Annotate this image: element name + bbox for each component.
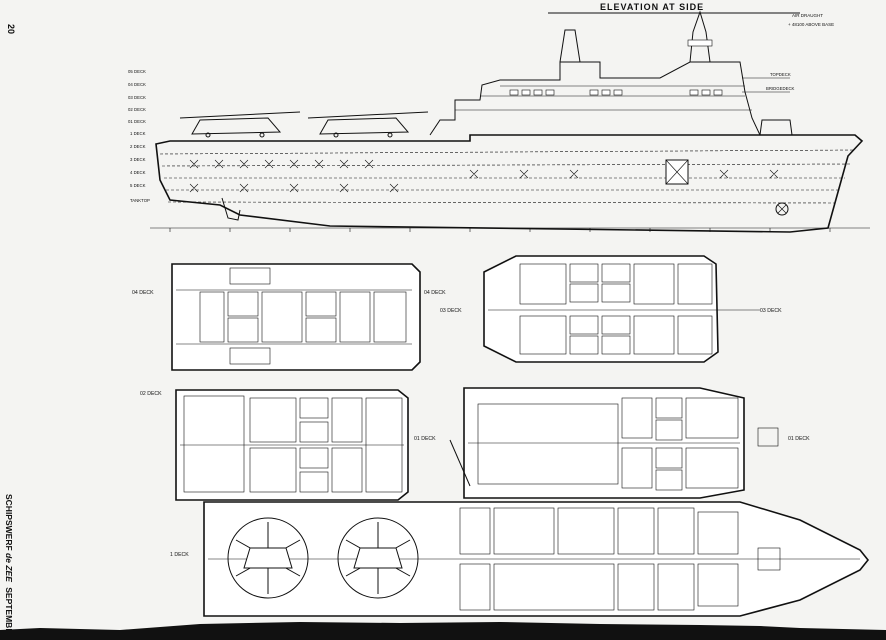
superstructure: TOPDECK BRIDGEDECK [429, 10, 795, 136]
deck-level-05: 05 DECK [128, 69, 146, 74]
topdeck-tag: TOPDECK [770, 72, 791, 77]
side-caption: SCHIPSWERF de ZEE SEPTEMBER 1998 [4, 494, 14, 640]
frame-crosses [189, 159, 779, 193]
page-number: 20 [6, 24, 16, 34]
deck-level-01: 01 DECK [128, 119, 146, 124]
elevation-title: ELEVATION AT SIDE [548, 2, 800, 14]
deck-level-04: 04 DECK [128, 82, 146, 87]
plan-label-02: 02 DECK [140, 391, 162, 397]
helideck-spot-aft [227, 517, 309, 599]
air-draught-value: + 48100 ABOVE BASE [788, 22, 834, 27]
deck-level-03: 03 DECK [128, 95, 146, 100]
deck-level-5: 5 DECK [130, 183, 146, 188]
helideck-spot-fwd [337, 517, 419, 599]
deck-level-1: 1 DECK [130, 131, 146, 136]
deck-level-3: 3 DECK [130, 157, 146, 162]
deck-level-02: 02 DECK [128, 107, 146, 112]
helicopter-fwd [307, 111, 429, 138]
plan-02-deck: 02 DECK 01 DECK [140, 389, 436, 501]
ship-elevation: TOPDECK BRIDGEDECK [150, 10, 870, 233]
side-caption-suffix: SEPTEMBER 1998 [4, 587, 14, 640]
crane [449, 439, 471, 487]
plan-label-1: 1 DECK [170, 552, 189, 558]
plan-label-04-left: 04 DECK [132, 290, 154, 296]
plan-label-03-b: 03 DECK [760, 308, 782, 314]
funnel [559, 29, 581, 63]
plan-1-deck: 1 DECK [170, 501, 870, 617]
mast [689, 10, 711, 63]
bridgedeck-tag: BRIDGEDECK [766, 86, 795, 91]
plan-04-deck: 04 DECK 04 DECK [132, 263, 446, 371]
plan-01-deck: 01 DECK [449, 387, 810, 499]
air-draught-label: AIR DRAUGHT [792, 13, 823, 18]
elevation-title-text: ELEVATION AT SIDE [600, 2, 704, 12]
plan-label-01-b: 01 DECK [788, 436, 810, 442]
deck-level-4: 4 DECK [130, 170, 146, 175]
helicopter-aft [179, 111, 301, 138]
deck-level-scale: 05 DECK 04 DECK 03 DECK 02 DECK 01 DECK … [128, 69, 150, 203]
air-draught-note: AIR DRAUGHT + 48100 ABOVE BASE [788, 13, 834, 27]
plan-03-deck: 03 DECK 03 DECK [440, 255, 782, 363]
plan-label-01-a: 01 DECK [414, 436, 436, 442]
plan-label-03-a: 03 DECK [440, 308, 462, 314]
bow-thruster-mark [775, 202, 789, 216]
deck-level-2: 2 DECK [130, 144, 146, 149]
scan-edge [0, 622, 886, 640]
deck-level-tanktop: TANKTOP [130, 198, 150, 203]
side-caption-middle: de ZEE [4, 553, 14, 582]
side-caption-prefix: SCHIPSWERF [4, 494, 14, 551]
plan-label-04-right: 04 DECK [424, 290, 446, 296]
